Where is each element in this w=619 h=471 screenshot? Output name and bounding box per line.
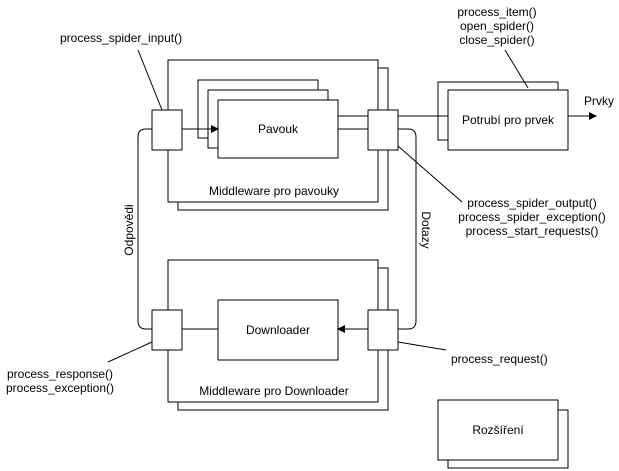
spider-middleware-label: Middleware pro pavouky xyxy=(209,184,339,198)
downloader-request-hook-box xyxy=(367,309,399,351)
downloader-label: Downloader xyxy=(246,323,310,337)
spider-output-hook-box xyxy=(367,109,399,151)
spider-output-callout-line xyxy=(397,145,463,203)
extensions-box xyxy=(437,399,559,461)
responses-edge-label: Odpovědi xyxy=(122,204,136,255)
spider-label: Pavouk xyxy=(258,122,299,136)
downloader-response-hook-box xyxy=(151,309,183,351)
responses-loop-edge xyxy=(137,128,152,330)
downloader-response-callout-line xyxy=(107,341,153,363)
pipeline-label: Potrubí pro prvek xyxy=(462,113,555,127)
pipeline-methods-callout-line-2: open_spider() xyxy=(460,19,534,33)
spider-output-callout-line-1: process_spider_output() xyxy=(467,196,596,210)
items-edge-label: Prvky xyxy=(584,94,614,108)
downloader-response-callout-line-2: process_exception() xyxy=(6,381,114,395)
pipeline-box xyxy=(447,89,569,151)
spider-output-callout-line-2: process_spider_exception() xyxy=(458,210,605,224)
pipeline-methods-callout-line-3: close_spider() xyxy=(459,33,534,47)
downloader-middleware-label: Middleware pro Downloader xyxy=(199,384,348,398)
downloader-box xyxy=(217,299,339,361)
downloader-request-callout-line xyxy=(397,341,447,351)
spider-box xyxy=(217,99,339,159)
downloader-request-callout: process_request() xyxy=(451,352,548,366)
spider-input-callout: process_spider_input() xyxy=(60,31,182,45)
pipeline-methods-callout-line-1: process_item() xyxy=(457,5,536,19)
spider-input-callout-line xyxy=(137,49,163,111)
extensions-label: Rozšíření xyxy=(472,423,524,437)
requests-loop-edge xyxy=(398,128,417,330)
downloader-response-callout-line-1: process_response() xyxy=(7,367,113,381)
pipeline-methods-callout-line xyxy=(504,49,529,89)
spider-input-hook-box xyxy=(151,109,183,151)
spider-output-callout-line-3: process_start_requests() xyxy=(466,224,599,238)
requests-edge-label: Dotazy xyxy=(419,211,433,248)
